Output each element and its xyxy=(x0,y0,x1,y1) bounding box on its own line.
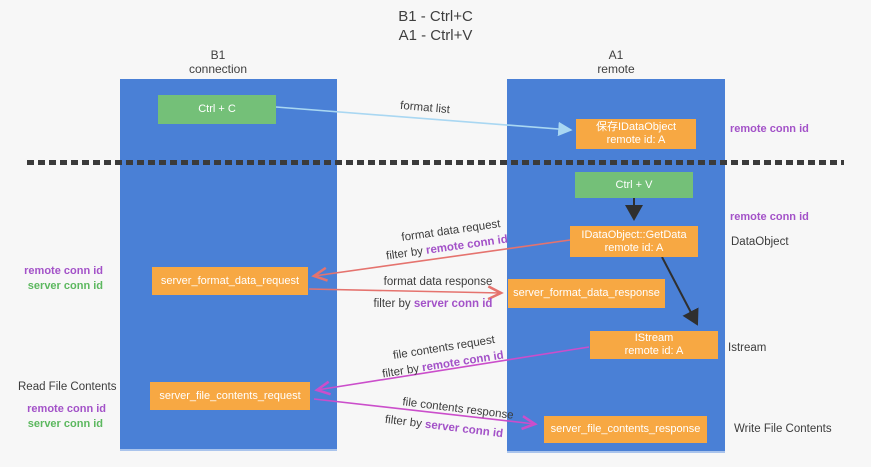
page-title: B1 - Ctrl+C A1 - Ctrl+V xyxy=(0,7,871,45)
lane-header-a1: A1 remote xyxy=(507,48,725,76)
server-file-contents-response-label: server_file_contents_response xyxy=(550,423,701,435)
save-idataobject-line1: 保存IDataObject xyxy=(595,121,677,133)
label-server-conn-id-left-format: server conn id xyxy=(27,280,103,292)
lane-b1-subtitle: connection xyxy=(188,62,248,76)
format-list-label: format list xyxy=(399,99,451,117)
filter-by-text: filter by xyxy=(385,244,427,263)
ctrl-c-node: Ctrl + C xyxy=(158,95,276,124)
save-idataobject-node: 保存IDataObject remote id: A xyxy=(576,119,696,149)
format-data-response-filter: filter by server conn id xyxy=(374,298,493,310)
istream-node: IStream remote id: A xyxy=(590,331,718,359)
lane-b1-name: B1 xyxy=(210,48,226,62)
dashed-divider xyxy=(27,160,844,165)
label-istream: Istream xyxy=(728,342,767,354)
server-file-contents-request-node: server_file_contents_request xyxy=(150,382,310,410)
label-write-file-contents: Write File Contents xyxy=(734,423,832,435)
label-remote-conn-id-top-right: remote conn id xyxy=(730,123,809,135)
label-dataobject: DataObject xyxy=(731,236,789,248)
server-format-data-response-node: server_format_data_response xyxy=(508,279,665,308)
ctrl-v-node: Ctrl + V xyxy=(575,172,693,198)
save-idataobject-line2: remote id: A xyxy=(606,134,666,146)
label-remote-conn-id-left-file: remote conn id xyxy=(27,403,106,415)
getdata-node: IDataObject::GetData remote id: A xyxy=(570,226,698,257)
server-file-contents-request-label: server_file_contents_request xyxy=(159,389,301,402)
ctrl-v-label: Ctrl + V xyxy=(615,178,653,191)
filter-by-text: filter by xyxy=(373,298,414,310)
conn-id-highlight: server conn id xyxy=(413,298,493,310)
title-line-1: B1 - Ctrl+C xyxy=(398,8,473,25)
getdata-line2: remote id: A xyxy=(604,241,664,254)
istream-line2: remote id: A xyxy=(624,345,684,357)
ctrl-c-label: Ctrl + C xyxy=(198,103,236,115)
label-remote-conn-id-left-format: remote conn id xyxy=(24,265,103,277)
label-read-file-contents: Read File Contents xyxy=(18,381,117,393)
server-format-data-request-label: server_format_data_request xyxy=(160,274,300,287)
server-format-data-request-node: server_format_data_request xyxy=(152,267,308,295)
lane-a1-name: A1 xyxy=(608,48,624,62)
label-server-conn-id-left-file: server conn id xyxy=(27,418,103,430)
title-line-2: A1 - Ctrl+V xyxy=(398,27,473,44)
filter-by-text: filter by xyxy=(381,362,424,381)
arrow-format-data-response xyxy=(308,285,504,301)
lane-a1-subtitle: remote xyxy=(597,62,635,76)
server-file-contents-response-node: server_file_contents_response xyxy=(544,416,707,443)
conn-id-highlight: server conn id xyxy=(424,418,504,441)
label-remote-conn-id-mid-right: remote conn id xyxy=(730,211,809,223)
getdata-line1: IDataObject::GetData xyxy=(581,228,687,241)
lane-header-b1: B1 connection xyxy=(108,48,328,76)
istream-line1: IStream xyxy=(634,332,674,344)
server-format-data-response-label: server_format_data_response xyxy=(513,287,660,299)
filter-by-text: filter by xyxy=(384,413,426,431)
format-data-response-label: format data response xyxy=(383,276,493,288)
